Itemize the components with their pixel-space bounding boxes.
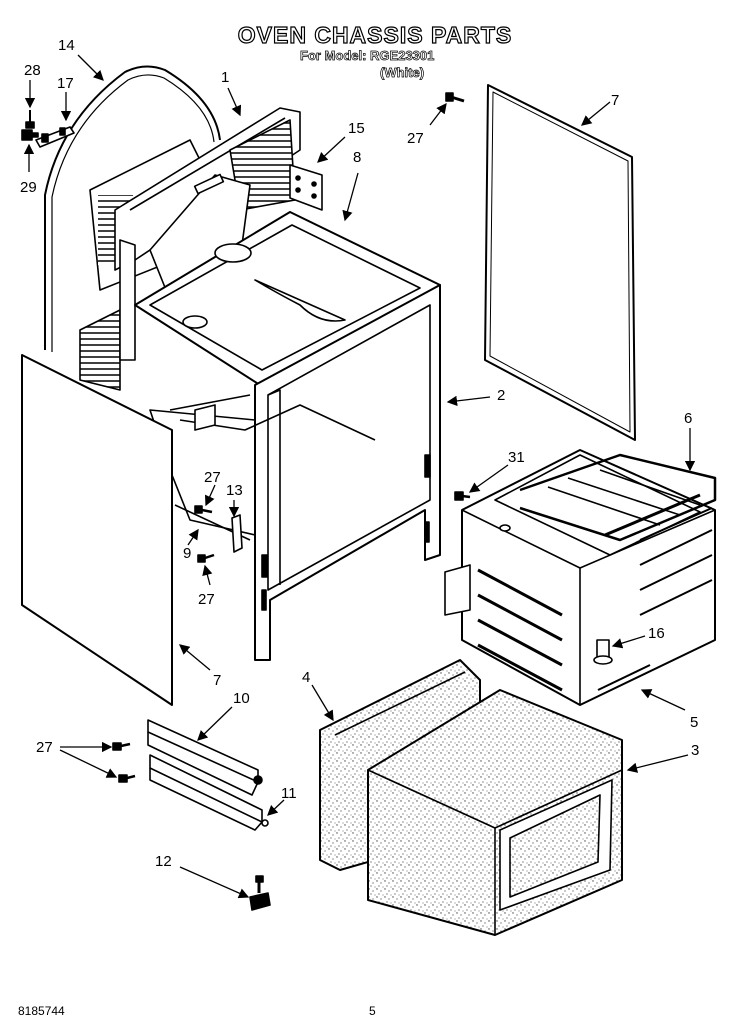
part-1-rear-bracket xyxy=(114,107,301,361)
part-27-screws-bottom xyxy=(112,742,136,783)
callout-28: 28 xyxy=(24,62,41,79)
part-13-bracket xyxy=(231,514,243,553)
part-7-left-side-panel xyxy=(21,354,173,706)
callout-7-left: 7 xyxy=(213,672,221,689)
callout-3: 3 xyxy=(691,742,699,759)
callout-4: 4 xyxy=(302,669,310,686)
callout-15: 15 xyxy=(348,120,365,137)
part-6-oven-rack xyxy=(519,453,717,542)
callout-11: 11 xyxy=(281,785,297,802)
part-31-screw xyxy=(454,491,471,501)
part-10-bottom-brackets xyxy=(147,719,269,831)
part-3-insulation-wrap xyxy=(367,689,623,936)
part-29-fastener xyxy=(21,129,39,141)
callout-16: 16 xyxy=(648,625,665,642)
document-number: 8185744 xyxy=(18,1004,65,1018)
callout-17: 17 xyxy=(57,75,74,92)
part-16-sensor xyxy=(593,639,613,665)
callout-27-top: 27 xyxy=(407,130,424,147)
part-12-leveling-leg xyxy=(249,875,271,911)
callout-8: 8 xyxy=(353,149,361,166)
callout-14: 14 xyxy=(58,37,75,54)
callout-27-mid2: 27 xyxy=(198,591,215,608)
callout-1: 1 xyxy=(221,69,229,86)
model-line: For Model: RGE23301 xyxy=(300,48,435,64)
part-28-screw xyxy=(25,110,35,129)
color-line: (White) xyxy=(380,65,425,81)
page-title: OVEN CHASSIS PARTS xyxy=(237,21,513,48)
page-number: 5 xyxy=(369,1004,376,1018)
callout-29: 29 xyxy=(20,179,37,196)
callout-31: 31 xyxy=(508,449,525,466)
part-5-oven-cavity xyxy=(444,449,716,706)
callout-6: 6 xyxy=(684,410,692,427)
callout-7-right: 7 xyxy=(611,92,619,109)
callout-5: 5 xyxy=(690,714,698,731)
part-2-chassis-frame xyxy=(134,211,441,661)
callout-9: 9 xyxy=(183,545,191,562)
part-27-screw-top xyxy=(445,92,465,103)
part-27-screw-mid2 xyxy=(197,553,215,563)
part-27-screw-mid1 xyxy=(194,505,213,514)
callout-27-bottom: 27 xyxy=(36,739,53,756)
callout-27-mid1: 27 xyxy=(204,469,221,486)
callout-2: 2 xyxy=(497,387,505,404)
callout-13: 13 xyxy=(226,482,243,499)
part-15-hinge xyxy=(289,164,323,211)
part-14-insulation-strip xyxy=(44,65,221,350)
part-7-right-side-panel xyxy=(484,84,636,441)
part-17-bracket xyxy=(35,126,75,148)
callout-10: 10 xyxy=(233,690,250,707)
callout-12: 12 xyxy=(155,853,172,870)
